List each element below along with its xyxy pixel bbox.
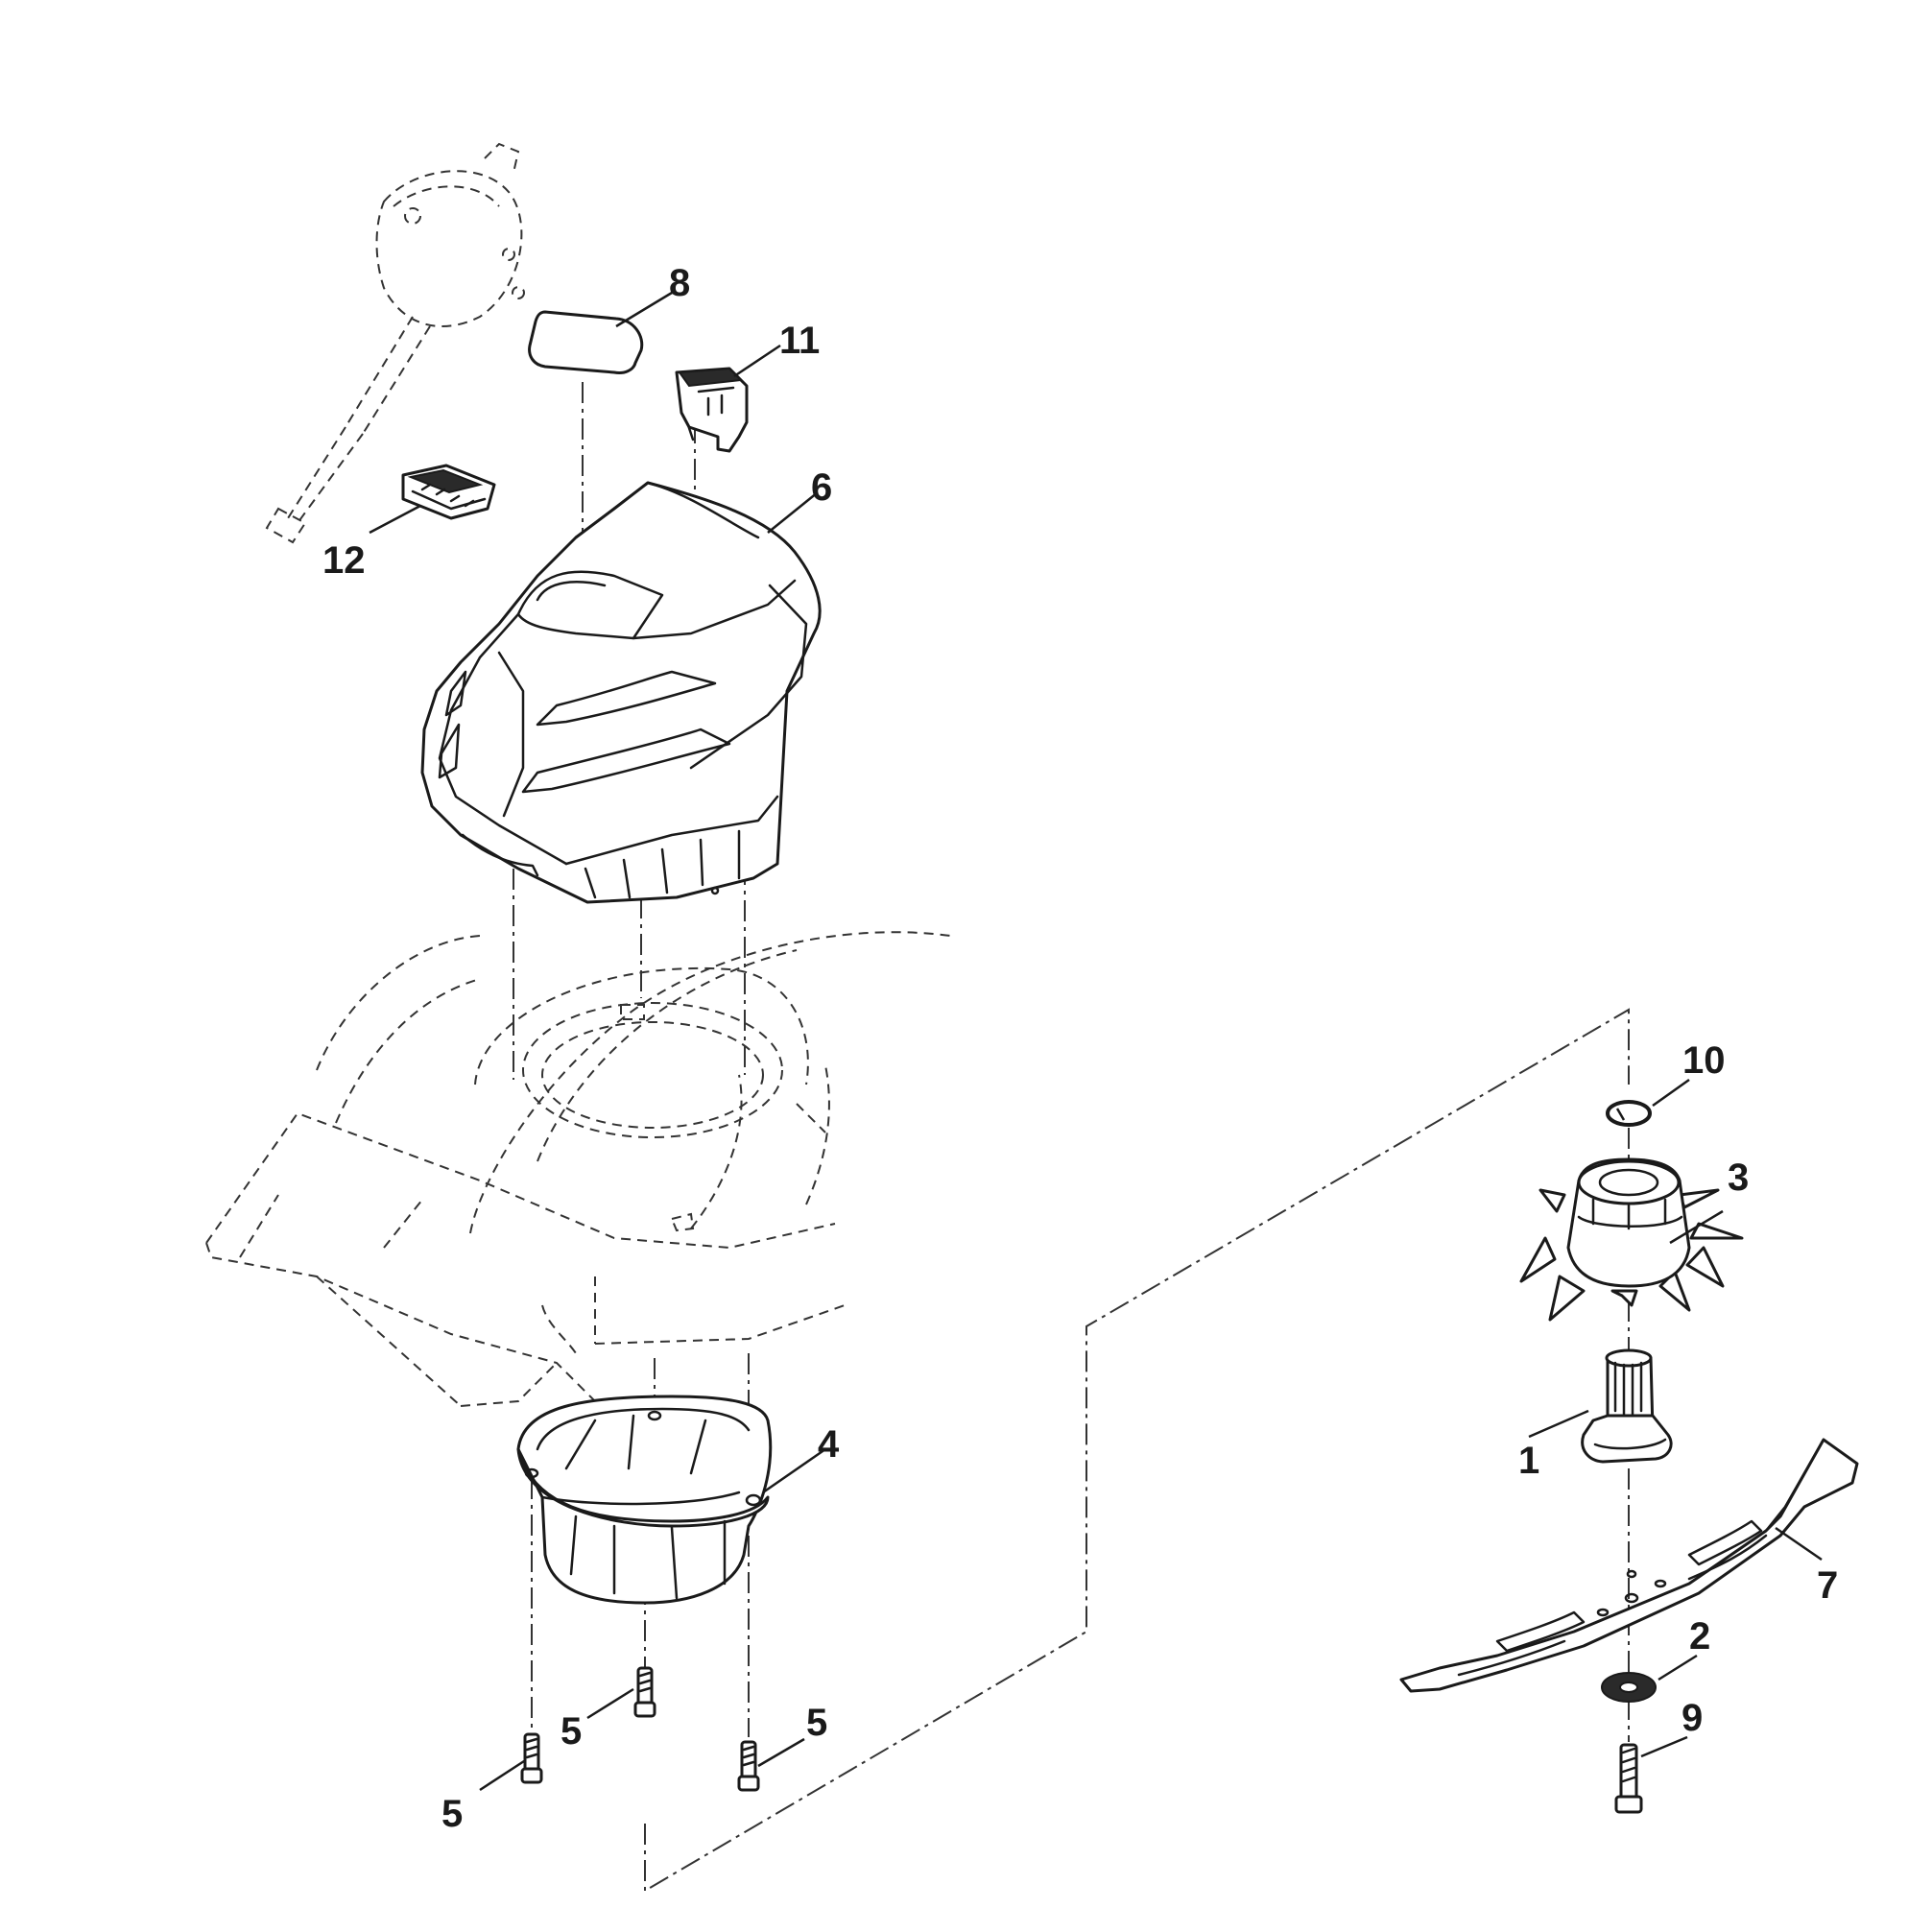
callout-6: 6	[811, 466, 832, 509]
callout-5: 5	[441, 1793, 463, 1835]
callout-3: 3	[1728, 1157, 1749, 1199]
fan-impeller-part	[1519, 1157, 1744, 1322]
motor-cover-housing-part	[420, 481, 822, 904]
callout-8: 8	[669, 262, 690, 304]
callout-4: 4	[818, 1423, 840, 1466]
callout-12: 12	[322, 539, 366, 582]
leader-lines	[369, 291, 1823, 1792]
switch-plug-part	[675, 367, 749, 453]
screw-part	[520, 1732, 543, 1784]
mower-deck-outline	[205, 931, 951, 1407]
mower-blade-part	[1399, 1438, 1859, 1693]
screw-part	[737, 1740, 760, 1792]
callout-5: 5	[561, 1710, 582, 1753]
callout-7: 7	[1817, 1564, 1838, 1607]
circlip-part	[1606, 1100, 1652, 1127]
blade-bolt-part	[1614, 1743, 1643, 1814]
callout-5: 5	[806, 1702, 827, 1744]
screw-part	[633, 1666, 656, 1718]
blade-adaptor-part	[1581, 1348, 1673, 1464]
label-plate-part	[528, 310, 644, 374]
callout-9: 9	[1682, 1697, 1703, 1739]
spring-washer-part	[1601, 1672, 1657, 1703]
callout-1: 1	[1518, 1440, 1539, 1482]
callout-2: 2	[1689, 1615, 1710, 1658]
connector-block-part	[401, 464, 496, 520]
handle-grip-outline	[265, 142, 525, 544]
callout-10: 10	[1682, 1039, 1726, 1082]
callout-11: 11	[779, 320, 820, 362]
chute-bowl-part	[516, 1395, 773, 1605]
